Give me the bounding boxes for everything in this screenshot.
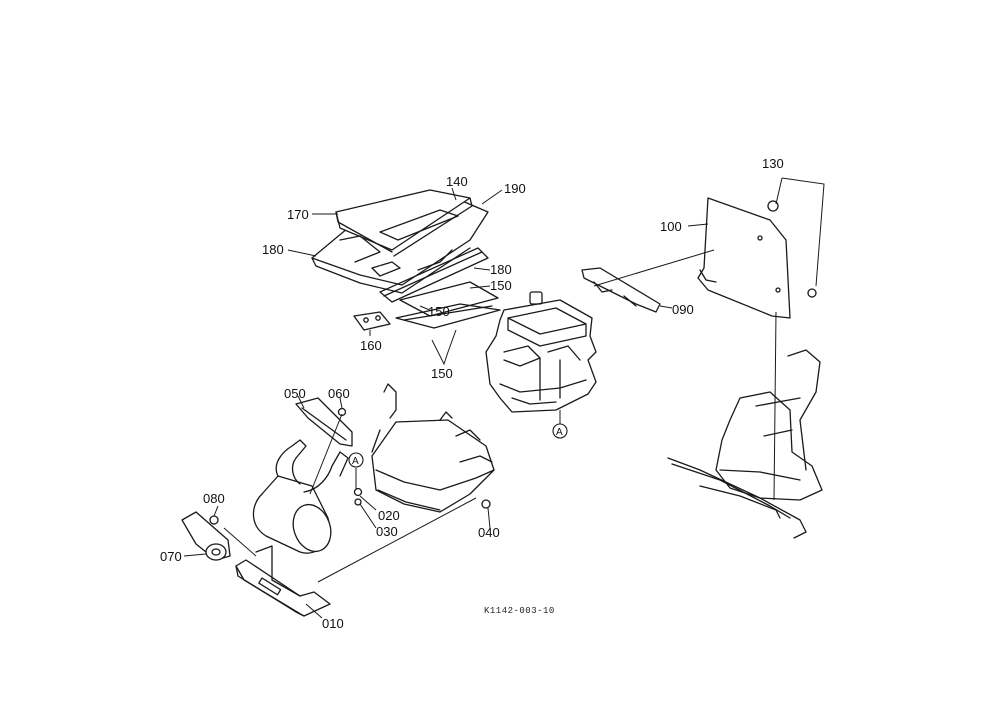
callout-080: 080 [203,491,225,506]
fastener-set [337,407,363,506]
callout-100: 100 [660,219,682,234]
callout-labels: 140 190 170 180 180 150 150 150 160 100 … [160,156,784,631]
muffler-cover [295,397,353,447]
filter-seal-set [379,247,501,329]
marker-a-lower-label: A [556,427,563,438]
engine-housing [371,383,495,513]
callout-140: 140 [446,174,468,189]
marker-a-upper-label: A [352,456,359,467]
marker-a-upper: A [348,452,364,468]
leader-lines [183,177,825,619]
callout-150-right: 150 [490,278,512,293]
mounting-plate [353,311,391,331]
callout-030: 030 [376,524,398,539]
callout-180-lower: 180 [490,262,512,277]
muffler-bracket [235,545,331,617]
callout-150-bottom: 150 [431,366,453,381]
callout-170: 170 [287,207,309,222]
exhaust-pipe [181,511,231,561]
engine-block [485,291,597,413]
callout-160: 160 [360,338,382,353]
callout-060: 060 [328,386,350,401]
callout-040: 040 [478,525,500,540]
callout-070: 070 [160,549,182,564]
air-cleaner-cover-assembly [311,189,489,294]
transmission-frame [667,349,823,539]
callout-150-middle: 150 [428,304,450,319]
callout-190: 190 [504,181,526,196]
callout-090: 090 [672,302,694,317]
side-panel [697,197,817,319]
callout-180-upper: 180 [262,242,284,257]
bracket-bar [581,267,661,313]
callout-050: 050 [284,386,306,401]
marker-a-lower: A [552,423,568,439]
callout-130: 130 [762,156,784,171]
callout-010: 010 [322,616,344,631]
callout-020: 020 [378,508,400,523]
muffler [252,439,349,554]
drawing-reference-code: K1142-003-10 [484,606,555,616]
